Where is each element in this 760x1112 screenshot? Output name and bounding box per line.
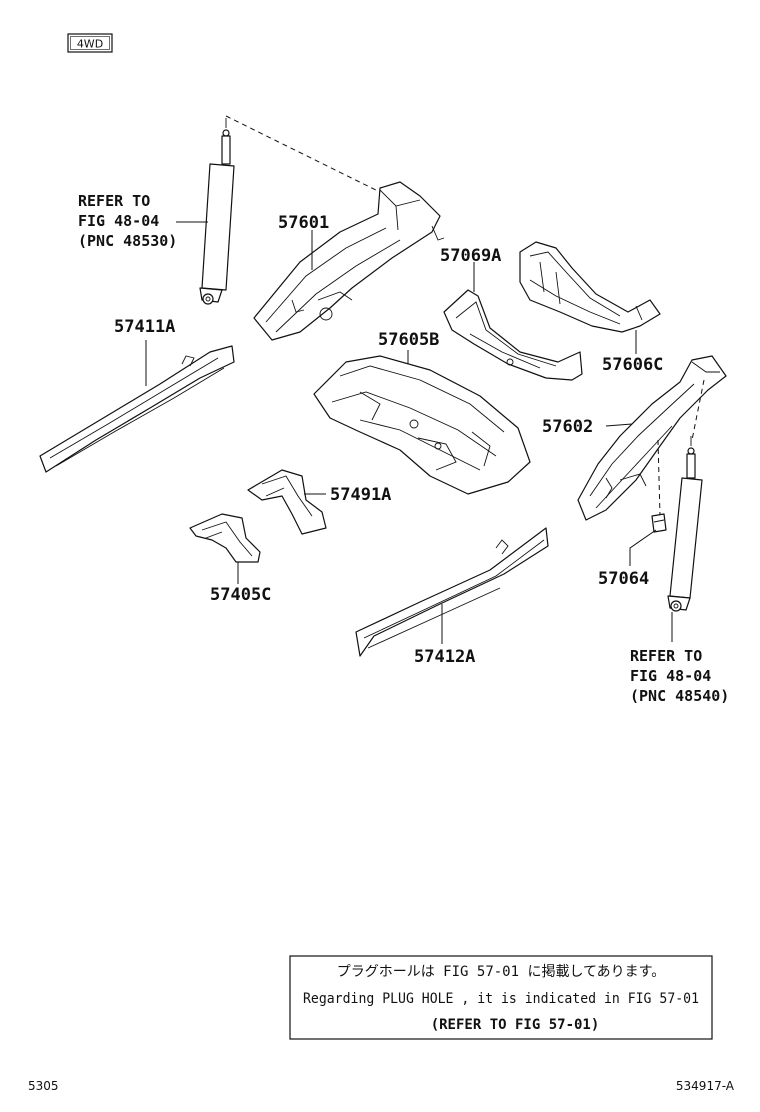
note-line-reference: (REFER TO FIG 57-01) <box>431 1017 600 1033</box>
label-57491A: 57491A <box>330 485 391 505</box>
part-57411A-shape <box>39 345 235 473</box>
part-57069A-shape <box>443 289 583 381</box>
ref-right-block: REFER TO FIG 48-04 (PNC 48540) <box>630 647 729 705</box>
ref-left-block: REFER TO FIG 48-04 (PNC 48530) <box>78 192 177 250</box>
ref-left-line3: (PNC 48530) <box>78 232 177 250</box>
ref-left-line2: FIG 48-04 <box>78 212 159 230</box>
footer-illustration-code: 534917-A <box>676 1079 735 1093</box>
label-57411A: 57411A <box>114 317 175 337</box>
label-57064: 57064 <box>598 569 649 589</box>
note-box: プラグホールは FIG 57-01 に掲載してあります。 Regarding P… <box>289 955 713 1040</box>
part-57064-shape <box>651 513 667 533</box>
leader-57602 <box>605 423 633 427</box>
shock-left-guide <box>225 115 393 199</box>
ref-right-line3: (PNC 48540) <box>630 687 729 705</box>
ref-right-line1: REFER TO <box>630 647 702 665</box>
ref-left-line1: REFER TO <box>78 192 150 210</box>
part-57412A-shape <box>355 527 549 657</box>
footer-page-code: 5305 <box>28 1079 59 1093</box>
note-line-japanese: プラグホールは FIG 57-01 に掲載してあります。 <box>337 964 665 980</box>
note-line-english: Regarding PLUG HOLE , it is indicated in… <box>303 991 699 1007</box>
label-57412A: 57412A <box>414 647 475 667</box>
part-57405C-shape <box>189 513 261 563</box>
label-57605B: 57605B <box>378 330 439 350</box>
shock-absorber-left <box>199 118 235 305</box>
label-57602: 57602 <box>542 417 593 437</box>
badge-4wd: 4WD <box>67 33 113 53</box>
label-57601: 57601 <box>278 213 329 233</box>
label-57069A: 57069A <box>440 246 501 266</box>
label-57405C: 57405C <box>210 585 271 605</box>
leader-57064 <box>629 529 657 566</box>
shock-absorber-right <box>667 436 703 612</box>
shock-right-guide <box>691 379 705 441</box>
part-57601-shape <box>253 181 445 341</box>
part-57606C-shape <box>519 241 661 333</box>
part-57602-shape <box>577 355 727 521</box>
part-57491A-shape <box>247 469 327 535</box>
badge-label: 4WD <box>77 38 103 51</box>
ref-right-line2: FIG 48-04 <box>630 667 711 685</box>
label-57606C: 57606C <box>602 355 663 375</box>
bracket-guide <box>657 439 661 517</box>
part-57605B-shape <box>313 355 531 495</box>
